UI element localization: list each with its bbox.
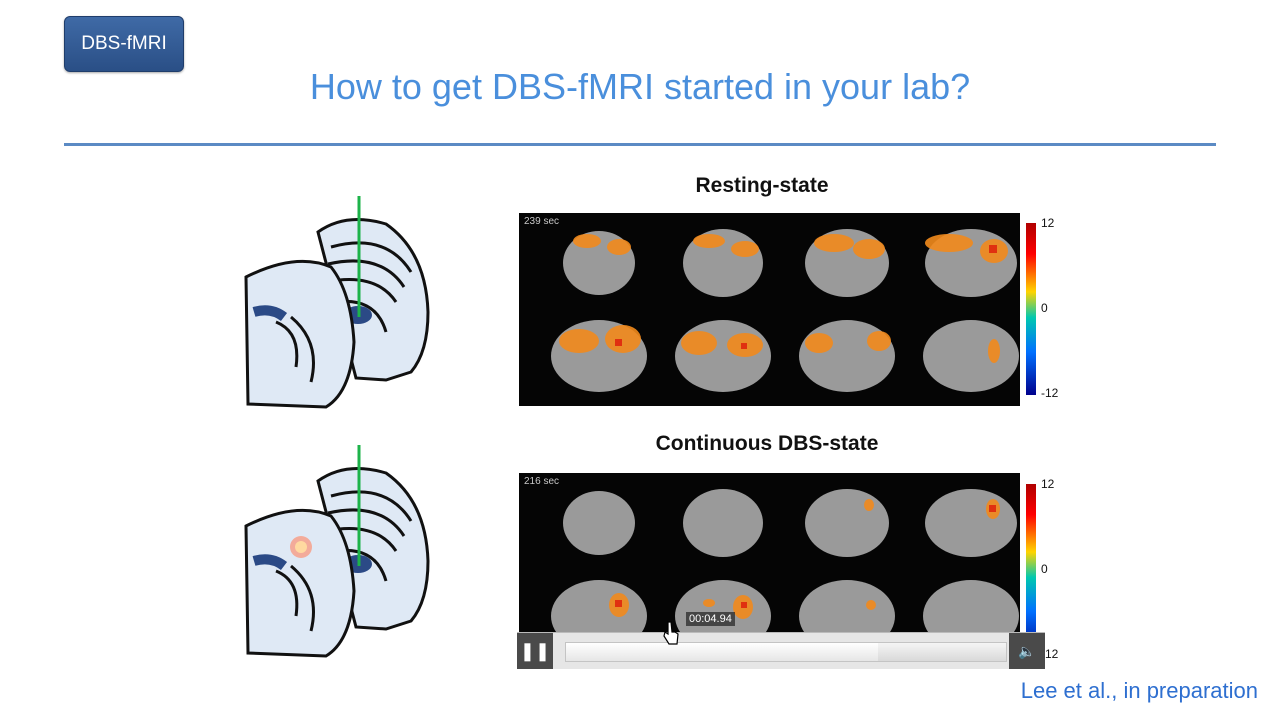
seek-progress [566,643,879,661]
resting-timestamp: 239 sec [524,216,560,227]
pause-icon: ❚❚ [519,641,551,661]
resting-brain-slices [551,229,1019,392]
brain-electrode-illustration-dbs [244,445,430,658]
seek-time-tooltip: 00:04.94 [686,612,735,626]
resting-colorbar-min: -12 [1041,386,1059,400]
resting-state-mri-panel: 239 sec [519,213,1020,406]
resting-colorbar-max: 12 [1041,216,1055,230]
speaker-icon: 🔈 [1018,643,1036,659]
resting-state-heading: Resting-state [695,174,829,197]
resting-colorbar [1026,223,1036,395]
dbs-state-heading: Continuous DBS-state [655,432,879,455]
mouse-cursor-icon [663,621,679,645]
brain-electrode-illustration-rest [244,196,430,409]
section-badge: DBS-fMRI [64,16,184,72]
seek-bar[interactable] [565,642,1007,662]
title-divider [64,143,1216,146]
video-controls: ❚❚ 🔈 [517,632,1045,669]
dbs-colorbar-min: -12 [1041,647,1059,661]
dbs-colorbar-mid: 0 [1041,562,1048,576]
dbs-timestamp: 216 sec [524,476,560,487]
volume-button[interactable]: 🔈 [1009,633,1045,669]
dbs-colorbar [1026,484,1036,654]
dbs-colorbar-max: 12 [1041,477,1055,491]
citation-text: Lee et al., in preparation [1020,678,1258,703]
slide-title: How to get DBS-fMRI started in your lab? [309,66,971,107]
resting-colorbar-mid: 0 [1041,301,1048,315]
pause-button[interactable]: ❚❚ [517,633,553,669]
